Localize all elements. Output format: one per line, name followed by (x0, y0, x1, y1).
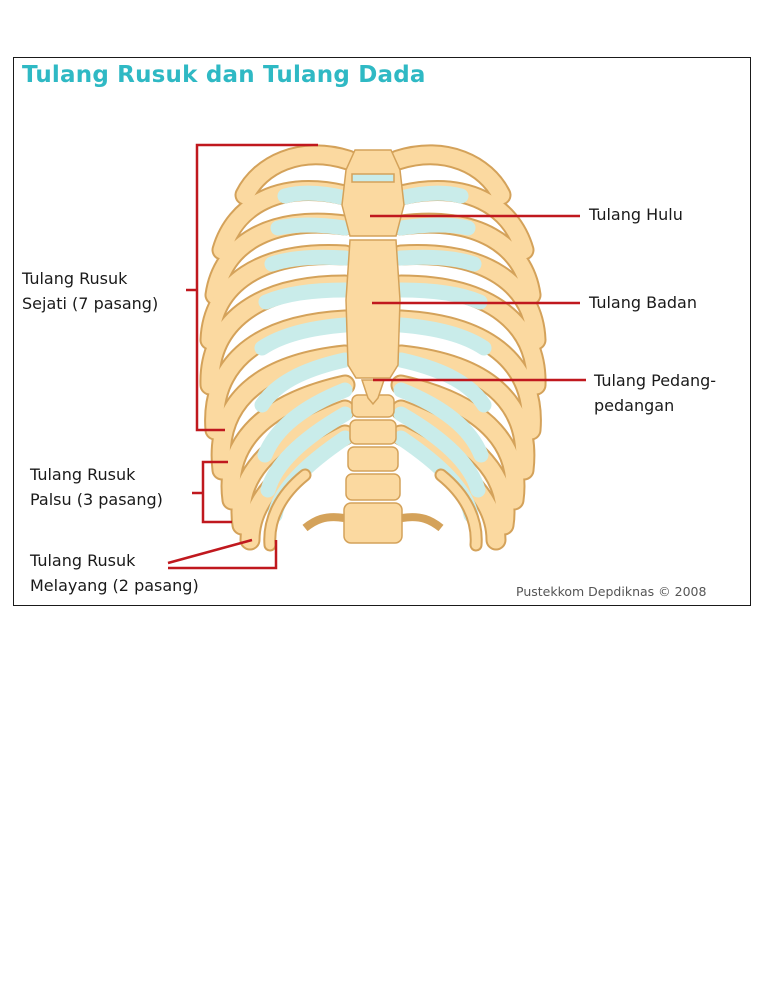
false-ribs-label-line1: Tulang Rusuk (30, 465, 136, 484)
right-ribs (387, 144, 547, 551)
xiphoid-label-line1: Tulang Pedang- (594, 371, 717, 390)
sternum-body-label: Tulang Badan (589, 293, 697, 312)
true-ribs-label: Tulang Rusuk Sejati (7 pasang) (22, 266, 158, 316)
floating-ribs-line-b (168, 540, 278, 570)
false-ribs-label-line2: Palsu (3 pasang) (30, 490, 163, 509)
floating-ribs (263, 468, 483, 552)
left-ribs (199, 144, 359, 551)
manubrium-label: Tulang Hulu (589, 205, 683, 224)
xiphoid-label: Tulang Pedang- pedangan (594, 368, 716, 418)
false-ribs-label: Tulang Rusuk Palsu (3 pasang) (30, 462, 163, 512)
true-ribs-bracket (195, 143, 318, 432)
manubrium-bone (341, 149, 405, 237)
floating-ribs-label-line2: Melayang (2 pasang) (30, 576, 199, 595)
diagram-title: Tulang Rusuk dan Tulang Dada (22, 62, 426, 88)
floating-ribs-label-line1: Tulang Rusuk (30, 551, 136, 570)
true-ribs-label-line2: Sejati (7 pasang) (22, 294, 159, 313)
xiphoid-label-line2: pedangan (594, 396, 675, 415)
floating-ribs-line-a (167, 538, 253, 565)
spine (302, 394, 444, 544)
true-ribs-label-line1: Tulang Rusuk (22, 269, 128, 288)
sternum-body-bone (345, 239, 401, 379)
copyright-credit: Pustekkom Depdiknas © 2008 (516, 584, 707, 599)
floating-ribs-label: Tulang Rusuk Melayang (2 pasang) (30, 548, 199, 598)
sternum (341, 149, 405, 406)
leader-lines (167, 143, 586, 570)
